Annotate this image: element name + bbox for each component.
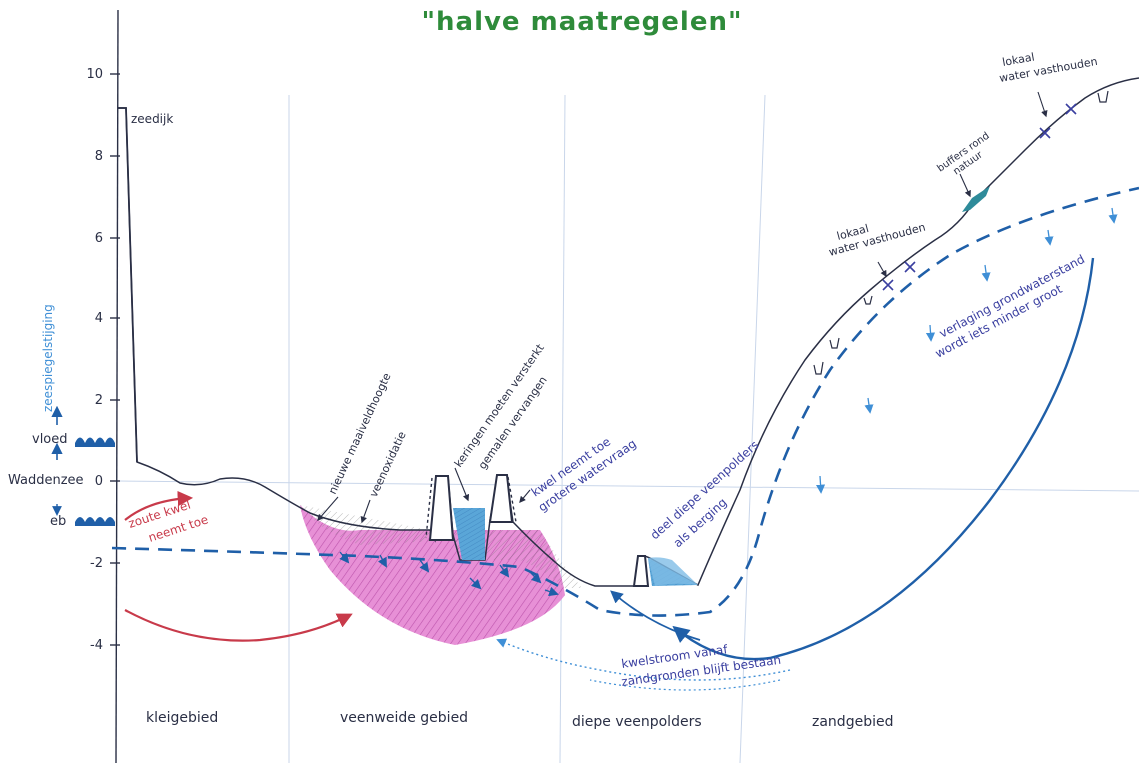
y-tick-label: 6 xyxy=(95,231,103,246)
infiltration-arrows xyxy=(816,207,1118,494)
salt-seepage-arrow xyxy=(124,490,194,521)
y-tick-label: -2 xyxy=(90,556,103,571)
groundwater-drop-label: verlaging grondwaterstand xyxy=(937,252,1087,341)
grid xyxy=(117,94,1139,763)
y-tick-label: 2 xyxy=(95,393,103,408)
y-tick-label: 0 xyxy=(95,474,103,489)
seepage-flow-dotted xyxy=(496,638,791,681)
y-tick-label: -4 xyxy=(90,638,103,653)
seepage-flow-branch xyxy=(610,590,701,641)
vloed-waves xyxy=(75,437,115,447)
y-axis xyxy=(110,9,120,763)
region-label-sand: zandgebied xyxy=(812,714,893,730)
groundwater-level xyxy=(111,186,1139,617)
region-label-peat-meadow: veenweide gebied xyxy=(340,710,468,726)
y-tick-label: 10 xyxy=(86,67,103,82)
seepage-arrows xyxy=(339,551,559,597)
terrain-notches xyxy=(813,90,1109,375)
eb-label: eb xyxy=(50,514,66,529)
region-label-clay: kleigebied xyxy=(146,710,218,726)
eb-waves xyxy=(75,517,115,526)
sea-dike xyxy=(118,107,138,463)
seepage-flow-curve xyxy=(672,257,1095,661)
y-tick-label: 8 xyxy=(95,149,103,164)
local-retention-label-top: lokaal xyxy=(1001,51,1035,69)
seepage-flow-dotted xyxy=(589,679,781,691)
region-label-deep-polders: diepe veenpolders xyxy=(572,714,702,730)
embankment xyxy=(428,474,650,587)
embankment-dashes xyxy=(425,476,517,539)
sea-level-rise-label: zeespiegelstijging xyxy=(41,304,55,412)
oxidation-band xyxy=(300,505,582,588)
y-tick-label: 4 xyxy=(95,311,103,326)
local-retention-marks xyxy=(882,103,1077,291)
leader-lines xyxy=(317,91,1048,524)
waddenzee-label: Waddenzee xyxy=(8,473,84,488)
vloed-label: vloed xyxy=(32,432,68,447)
zeedijk-label: zeedijk xyxy=(131,112,173,126)
nature-buffer xyxy=(962,186,990,212)
deep-flow-arrow xyxy=(124,609,353,642)
diagram-title: "halve maatregelen" xyxy=(421,7,742,37)
peat-oxidation-label: veenoxidatie xyxy=(367,429,409,499)
